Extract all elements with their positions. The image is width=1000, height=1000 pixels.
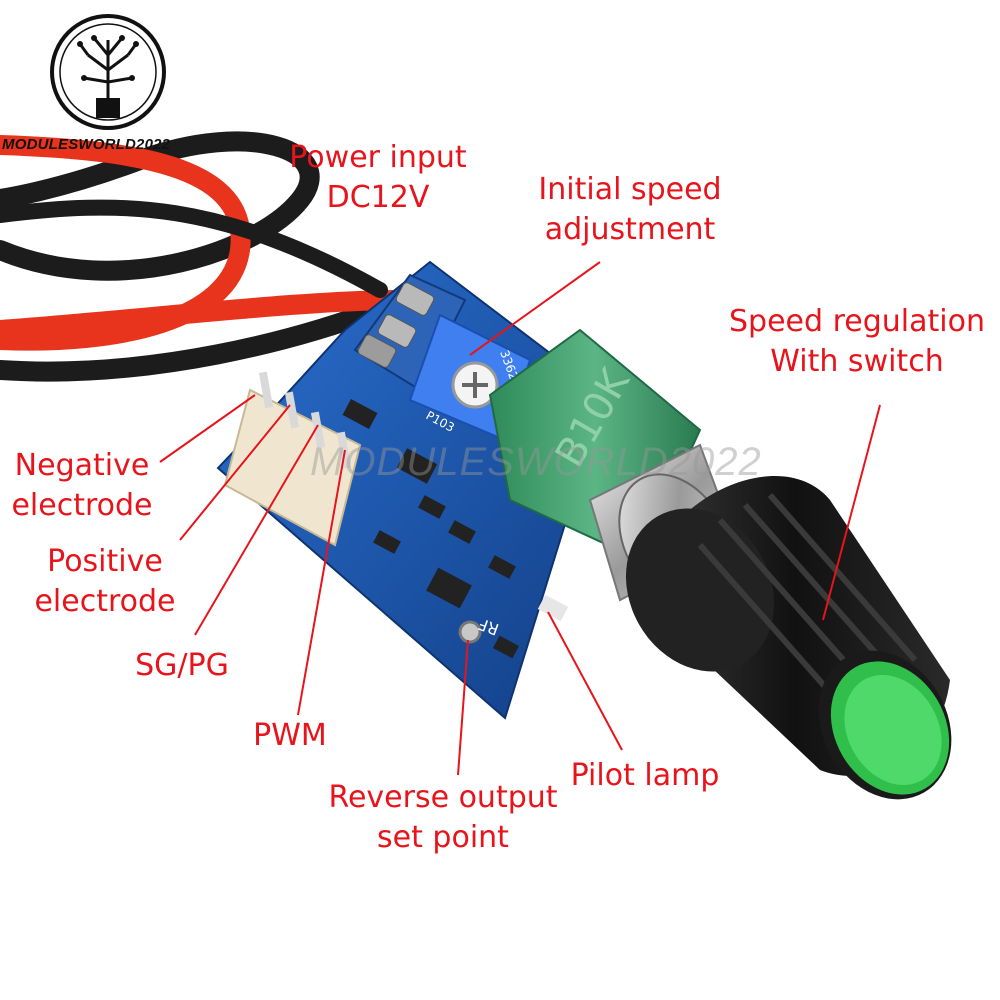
label-pilot-lamp-line1: Pilot lamp [570,758,720,793]
smd-components [342,399,569,659]
label-speed-regulation-line1: Speed regulation [729,304,985,339]
label-negative-line1: Negative [14,448,150,483]
label-sgpg-line1: SG/PG [135,648,229,683]
label-initial-speed-line1: Initial speed [538,172,722,207]
brand-logo [50,14,166,130]
label-negative: Negative electrode [2,446,162,526]
label-pwm: PWM [240,716,340,756]
watermark: MODULESWORLD2022 [310,440,762,484]
label-power-input: Power input DC12V [268,138,488,218]
reverse-output-pad [458,620,482,644]
power-wires [0,131,410,382]
label-positive-line2: electrode [34,584,176,619]
label-reverse-output-line1: Reverse output [328,780,558,815]
label-power-input-line2: DC12V [326,180,430,215]
leader-lines [159,261,881,776]
speed-knob [625,476,952,800]
label-reverse-output: Reverse output set point [318,778,568,858]
label-positive: Positive electrode [25,542,185,622]
label-speed-regulation: Speed regulation With switch [722,302,992,382]
label-initial-speed: Initial speed adjustment [520,170,740,250]
label-sgpg: SG/PG [122,646,242,686]
label-power-input-line1: Power input [289,140,467,175]
pcb-board: P103 3362 RF [216,260,607,720]
label-speed-regulation-line2: With switch [770,344,944,379]
brand-name: MODULESWORLD2022 [2,136,171,153]
label-initial-speed-line2: adjustment [544,212,716,247]
screw-terminal [353,273,467,392]
label-negative-line2: electrode [11,488,153,523]
label-pilot-lamp: Pilot lamp [560,756,730,796]
label-pwm-line1: PWM [253,718,327,753]
label-reverse-output-line2: set point [377,820,509,855]
label-positive-line1: Positive [47,544,163,579]
